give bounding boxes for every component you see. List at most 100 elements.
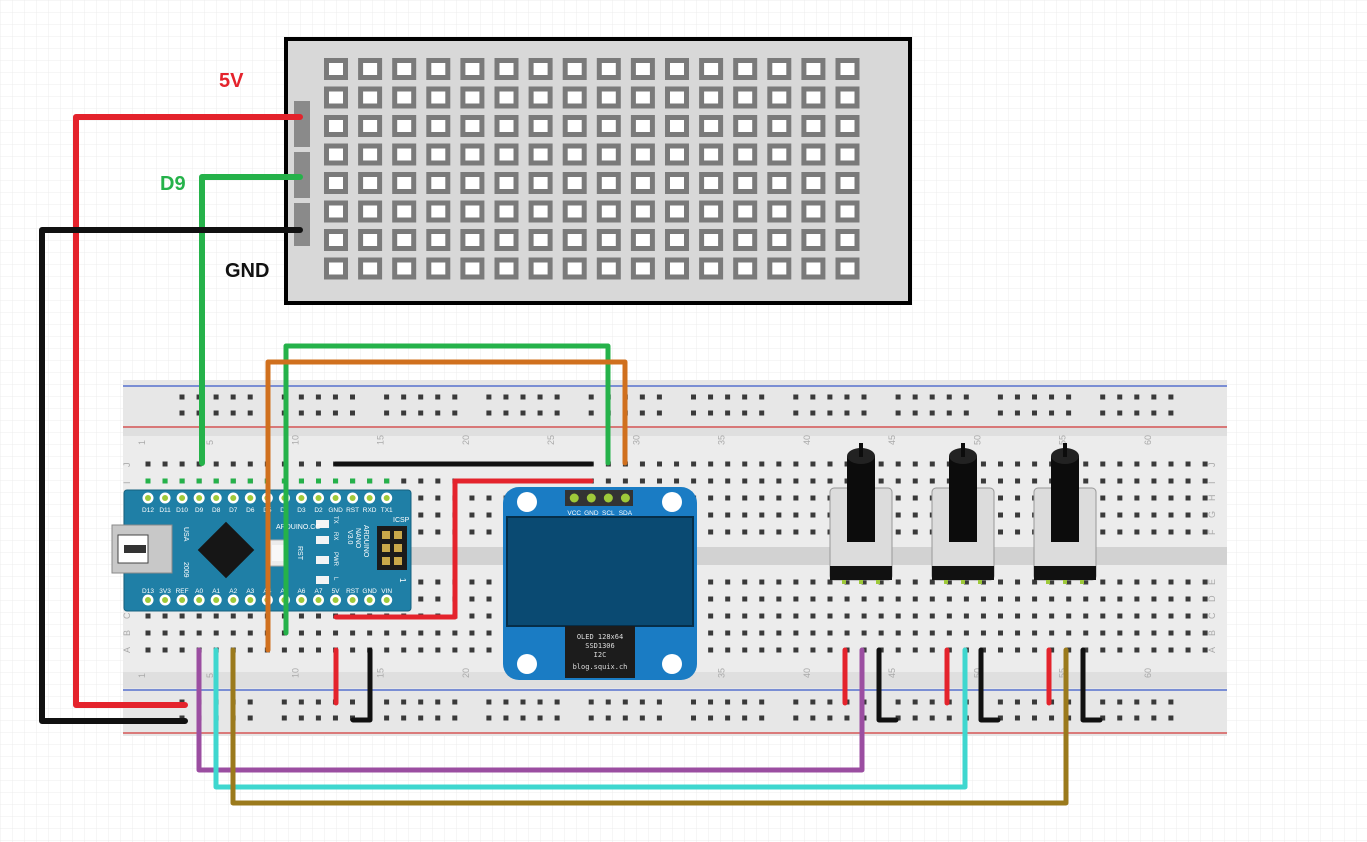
breadboard-hole [1100, 630, 1106, 636]
rail-hole [793, 699, 799, 705]
breadboard-hole [418, 647, 424, 653]
column-number: 15 [376, 668, 386, 678]
matrix-led-window [670, 234, 684, 246]
rail-hole [1100, 699, 1106, 705]
breadboard-hole [401, 647, 407, 653]
rail-hole [793, 394, 799, 400]
highlight-hole [316, 478, 321, 484]
breadboard-hole [1083, 461, 1089, 467]
breadboard-hole [1032, 478, 1038, 484]
breadboard-hole [912, 613, 918, 619]
rail-hole [963, 410, 969, 416]
rail-hole [895, 394, 901, 400]
column-number: 55 [1058, 668, 1068, 678]
breadboard-hole [196, 613, 202, 619]
oled-pin-label: SCL [602, 510, 615, 517]
rail-hole [1014, 394, 1020, 400]
rail-hole [588, 699, 594, 705]
breadboard-hole [333, 630, 339, 636]
breadboard-hole [486, 613, 492, 619]
breadboard-hole [708, 495, 714, 501]
breadboard-hole [1117, 495, 1123, 501]
breadboard-hole [963, 579, 969, 585]
matrix-led-window [806, 148, 821, 161]
breadboard-hole [1168, 596, 1174, 602]
breadboard-hole [1100, 579, 1106, 585]
matrix-led-window [635, 262, 650, 275]
rail-hole [452, 410, 458, 416]
rail-hole [588, 410, 594, 416]
breadboard-hole [998, 512, 1003, 518]
matrix-led-window [738, 262, 753, 275]
nano-pin-pad [349, 495, 356, 501]
breadboard-hole [776, 596, 782, 602]
breadboard-hole [1151, 478, 1157, 484]
breadboard-hole [384, 630, 390, 636]
icsp-pin [394, 557, 402, 565]
nano-pin-label: D9 [195, 507, 204, 514]
wire-green-sda [283, 343, 611, 636]
nano-pin-pad [315, 597, 322, 603]
nano-pin-pad [247, 495, 254, 501]
rail-hole [1134, 699, 1140, 705]
rail-hole [1066, 394, 1072, 400]
matrix-led-window [567, 148, 582, 161]
wire-purple-a0 [196, 647, 865, 773]
rail-hole [179, 410, 185, 416]
breadboard-hole [963, 613, 969, 619]
breadboard-hole [776, 613, 782, 619]
matrix-led-window [704, 63, 719, 75]
breadboard-hole [1185, 512, 1191, 518]
breadboard-hole [810, 579, 816, 585]
rail-hole [1151, 394, 1157, 400]
rail-hole [588, 715, 594, 721]
breadboard-hole [759, 579, 765, 585]
rail-hole [1168, 715, 1174, 721]
version-label: V3.0 [346, 530, 353, 545]
reset-button-cap [272, 545, 284, 561]
rail-hole [332, 715, 338, 721]
breadboard-hole [1100, 529, 1106, 535]
breadboard-hole [435, 630, 441, 636]
rail-hole [639, 410, 645, 416]
pot-knob-indicator [961, 443, 965, 457]
breadboard-hole [725, 630, 731, 636]
breadboard-hole [418, 495, 424, 501]
rail-hole [1117, 394, 1123, 400]
matrix-led-window [806, 205, 821, 218]
breadboard-hole [1083, 579, 1089, 585]
rail-hole [1014, 715, 1020, 721]
rail-hole [997, 699, 1003, 705]
column-number: 15 [376, 435, 386, 445]
breadboard-hole [1049, 579, 1055, 585]
rail-hole [315, 394, 321, 400]
rail-hole [520, 394, 526, 400]
breadboard-hole [1168, 461, 1174, 467]
matrix-led-window [431, 120, 446, 132]
breadboard-hole [316, 461, 321, 467]
breadboard-hole [895, 495, 901, 501]
breadboard-hole [759, 596, 765, 602]
breadboard-hole [878, 579, 884, 585]
label-d9: D9 [160, 173, 186, 195]
breadboard-hole [708, 461, 714, 467]
breadboard-hole [844, 613, 850, 619]
matrix-led-window [329, 91, 343, 104]
rail-hole [1151, 715, 1157, 721]
breadboard-hole [418, 596, 424, 602]
matrix-led-window [431, 63, 446, 75]
matrix-led-window [635, 91, 650, 104]
rail-hole [827, 410, 833, 416]
matrix-led-window [738, 120, 753, 132]
wire-d9 [199, 174, 303, 466]
rail-hole [247, 699, 253, 705]
rail-hole [742, 699, 748, 705]
breadboard-hole [469, 596, 475, 602]
rail-hole [1014, 699, 1020, 705]
row-letter: J [122, 463, 132, 468]
breadboard-hole [1032, 461, 1038, 467]
rail-hole [1117, 699, 1123, 705]
breadboard-hole [401, 630, 407, 636]
matrix-led-window [397, 148, 412, 161]
highlight-hole [179, 478, 185, 484]
